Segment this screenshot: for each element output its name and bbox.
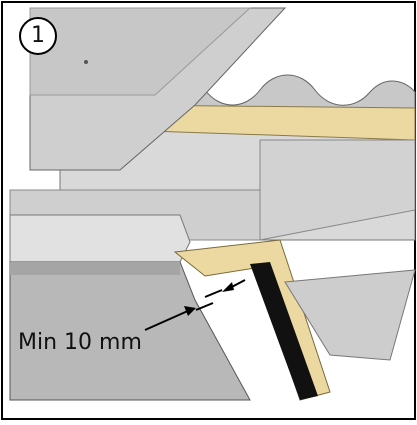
top-left-sheet-band — [29, 7, 252, 96]
dimension-tick-bottom — [195, 302, 214, 311]
sealing-gasket — [250, 262, 318, 400]
fastener-mark — [84, 60, 88, 64]
step-circle — [19, 17, 57, 55]
dimension-arrow-top-head — [222, 282, 234, 292]
right-side-flashing — [284, 269, 416, 361]
dimension-arrow-bottom-head — [184, 306, 196, 316]
dimension-arrow-bottom-line — [144, 309, 191, 331]
lower-ledge-top — [9, 214, 191, 263]
dimension-tick-top — [204, 289, 223, 298]
middle-right-flashing — [259, 139, 416, 241]
front-sheet-shadow — [10, 262, 180, 275]
